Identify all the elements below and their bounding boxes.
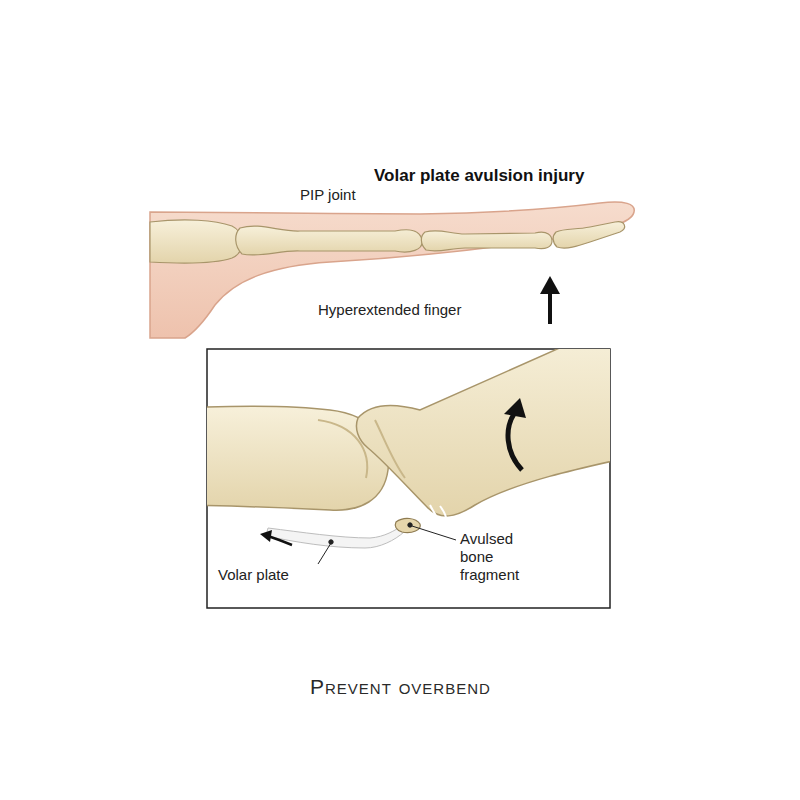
hyperextension-arrow — [540, 276, 560, 324]
part-label: Avulsed bone fragment — [460, 530, 550, 584]
joint-label: PIP joint — [300, 186, 356, 204]
finger-bones — [150, 220, 625, 263]
motion-label: Hyperextended finger — [318, 301, 461, 319]
part-label: Volar plate — [218, 566, 289, 584]
leader-lines — [318, 523, 456, 564]
inset-joint — [207, 349, 610, 548]
finger-skin — [150, 202, 634, 338]
caption: Prevent overbend — [310, 674, 491, 699]
title: Volar plate avulsion injury — [374, 166, 584, 186]
